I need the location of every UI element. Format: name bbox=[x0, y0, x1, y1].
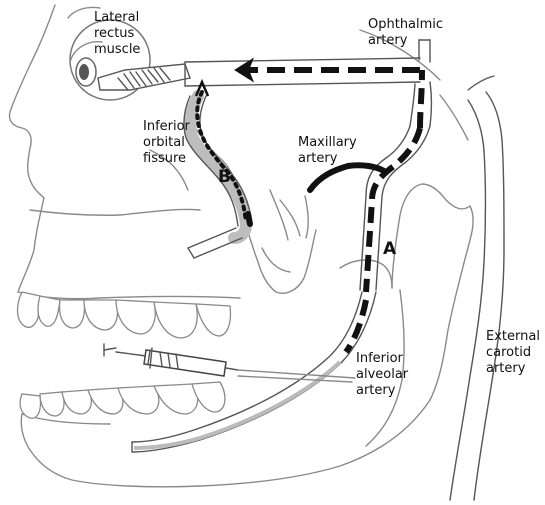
syringe bbox=[104, 344, 355, 382]
upper-teeth bbox=[18, 292, 231, 338]
label-point-a: A bbox=[383, 239, 397, 259]
route-a bbox=[236, 60, 422, 352]
lower-teeth bbox=[20, 382, 225, 418]
label-point-b: B bbox=[218, 167, 231, 187]
ophthalmic-artery-vessel bbox=[185, 40, 432, 126]
